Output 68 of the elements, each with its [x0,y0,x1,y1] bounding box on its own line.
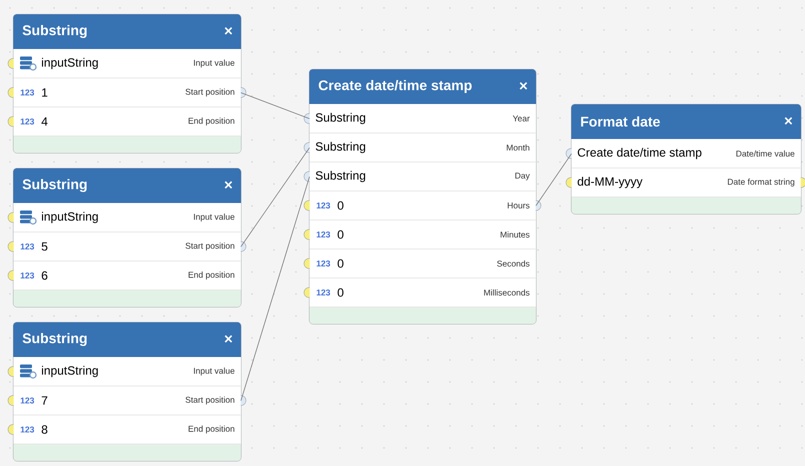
node-label: 123 [20,426,34,433]
node-label: Day [515,172,530,180]
input-row: 123 1 Start position [13,78,241,108]
node-label: 123 [20,89,34,96]
input-row: dd-MM-yyyy Date format string [571,168,801,198]
node-label: inputString [42,366,98,378]
input-row: 123 0 Minutes [309,220,536,250]
input-row: inputString Input value [13,50,241,78]
node-label: 1 [42,88,48,97]
node-label: 123 [20,272,34,279]
node-label: dd-MM-yyyy [578,176,643,188]
node-label: inputString [42,212,98,224]
input-row: 123 4 End position [13,108,241,136]
input-row: inputString Input value [13,358,241,386]
input-row: 123 0 Milliseconds [309,278,536,308]
input-row: Substring Year [309,104,536,134]
node-label: End position [188,272,234,280]
node-label: End position [188,118,234,126]
node-label: 123 [316,260,330,267]
node-label: 0 [338,201,344,210]
node-label: End position [188,426,234,434]
node-label: 0 [338,288,344,297]
node-label: Input value [194,60,234,68]
node-label: 8 [42,425,48,434]
input-row: inputString Input value [13,204,241,232]
node-label: Milliseconds [484,289,530,296]
node-label: Start position [186,396,234,404]
connector-line [240,176,310,402]
node-label: 6 [42,271,48,280]
input-row: 123 7 Start position [13,386,241,416]
node-label: 123 [20,243,34,250]
node-label: Hours [508,202,530,208]
node-label: 123 [316,231,330,238]
node-label: Start position [186,242,234,250]
node-label: inputString [42,58,98,70]
input-row: 123 5 Start position [13,232,241,262]
input-row: 123 6 End position [13,262,241,290]
node-label: Start position [186,88,234,96]
node-label: Seconds [497,260,530,267]
connector-line [240,92,310,120]
node-label: Date format string [728,178,794,186]
node-label: Substring [316,112,366,124]
node-label: Create date/time stamp [578,148,702,160]
connector-line [240,147,310,248]
node-label: Date/time value [736,150,794,157]
input-row: Create date/time stamp Date/time value [571,140,801,168]
node-label: 0 [338,230,344,239]
input-row: Substring Day [309,162,536,192]
node-label: Month [506,144,530,151]
node-label: 123 [316,202,330,209]
input-row: 123 0 Seconds [309,250,536,278]
node-label: 0 [338,259,344,268]
node-label: 123 [20,118,34,125]
node-label: Year [512,116,530,122]
connector-line [536,153,572,206]
node-label: Substring [316,142,366,154]
node-label: Input value [194,214,234,222]
node-label: 7 [42,396,48,405]
node-label: Substring [316,170,366,182]
input-row: 123 0 Hours [309,192,536,220]
input-row: 123 8 End position [13,416,241,444]
node-label: Input value [194,368,234,376]
input-row: Substring Month [309,134,536,162]
node-label: 5 [42,242,48,251]
node-label: 4 [41,117,48,126]
node-label: Minutes [500,231,530,238]
node-label: 123 [316,289,330,296]
node-label: 123 [20,397,34,404]
